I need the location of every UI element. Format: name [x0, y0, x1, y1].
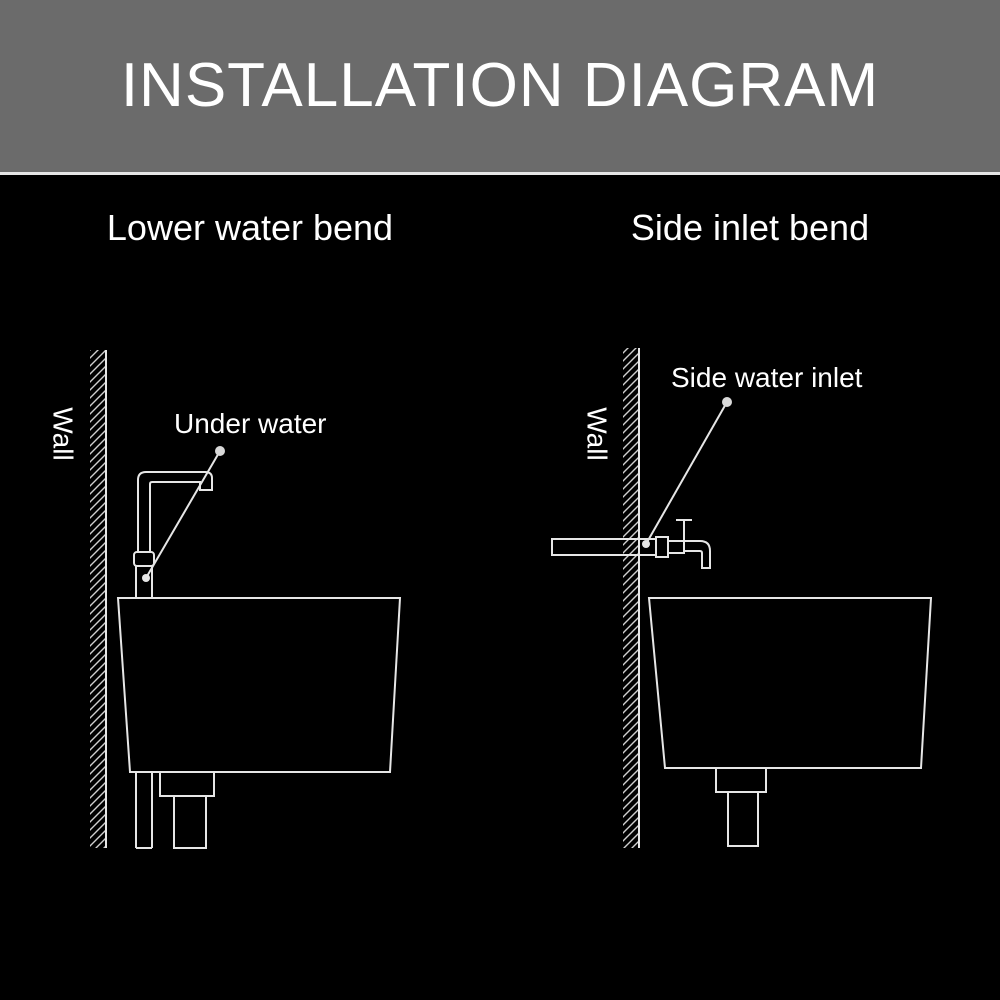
left-wall: [90, 350, 107, 848]
left-sink: [116, 597, 402, 849]
header-banner: INSTALLATION DIAGRAM: [0, 0, 1000, 175]
wall-label-right: Wall: [581, 407, 613, 461]
page-title: INSTALLATION DIAGRAM: [120, 51, 880, 120]
right-callout-leader: [642, 397, 732, 548]
panel-title-side-inlet-bend: Side inlet bend: [630, 207, 870, 248]
callout-side-water-inlet: Side water inlet: [671, 362, 863, 393]
left-faucet: [133, 471, 213, 599]
wall-label-left: Wall: [47, 407, 79, 461]
callout-under-water: Under water: [174, 408, 327, 439]
left-callout-leader: [145, 446, 225, 579]
right-side-inlet-faucet: [551, 519, 711, 569]
panel-title-lower-water-bend: Lower water bend: [106, 207, 394, 248]
right-sink: [647, 597, 933, 847]
right-wall: [623, 348, 640, 848]
